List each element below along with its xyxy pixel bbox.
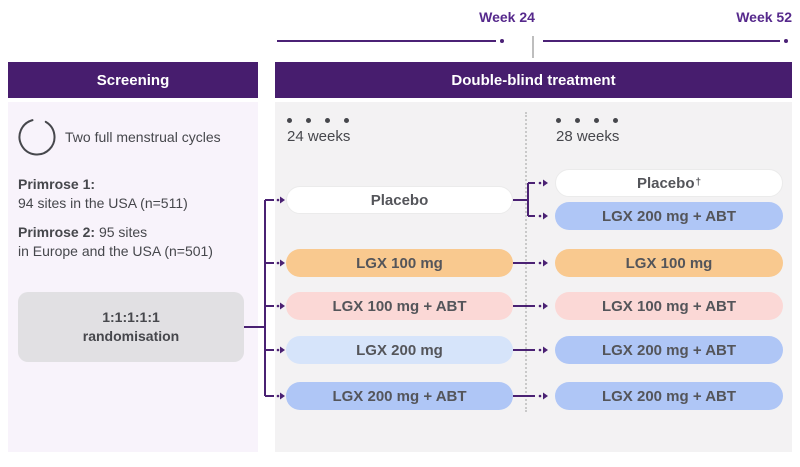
timeline-segment-1 — [277, 40, 496, 42]
screening-panel: Two full menstrual cycles Primrose 1: 94… — [8, 102, 258, 452]
arm-placebo: Placebo — [286, 186, 513, 214]
primrose-2-note: Primrose 2: 95 sites in Europe and the U… — [18, 223, 213, 260]
randomisation-label: randomisation — [82, 328, 180, 344]
arm-lgx-100: LGX 100 mg — [286, 249, 513, 277]
timeline-endpoint-dot — [500, 39, 504, 43]
randomisation-ratio: 1:1:1:1:1 — [102, 309, 160, 325]
arm-lgx-200-abt-switch: LGX 200 mg + ABT — [555, 336, 783, 364]
timeline-segment-2 — [543, 40, 780, 42]
duration-dots — [556, 118, 618, 123]
week-24-label: Week 24 — [479, 9, 535, 25]
week-52-label: Week 52 — [736, 9, 792, 25]
primrose-2-inline-text: 95 sites — [98, 224, 148, 240]
cycle-note-text: Two full menstrual cycles — [65, 129, 221, 145]
arm-lgx-200-abt: LGX 200 mg + ABT — [286, 382, 513, 410]
menstrual-cycle-note: Two full menstrual cycles — [18, 118, 221, 156]
arm-placebo-continued: Placebo† — [555, 169, 783, 197]
primrose-2-text: in Europe and the USA (n=501) — [18, 242, 213, 259]
treatment-phase-header: Double-blind treatment — [275, 62, 792, 98]
arm-lgx-200: LGX 200 mg — [286, 336, 513, 364]
arm-lgx-200-abt-switch: LGX 200 mg + ABT — [555, 202, 783, 230]
treatment-header-label: Double-blind treatment — [451, 71, 616, 89]
arm-lgx-100-abt: LGX 100 mg + ABT — [286, 292, 513, 320]
duration-label-24-weeks: 24 weeks — [287, 128, 351, 145]
duration-dots — [287, 118, 349, 123]
arm-lgx-200-abt-continued: LGX 200 mg + ABT — [555, 382, 783, 410]
week-24-tick — [532, 36, 534, 58]
arm-lgx-100-abt-continued: LGX 100 mg + ABT — [555, 292, 783, 320]
primrose-1-label: Primrose 1: — [18, 176, 96, 192]
primrose-1-note: Primrose 1: 94 sites in the USA (n=511) — [18, 175, 188, 212]
screening-phase-header: Screening — [8, 62, 258, 98]
week-24-divider-line — [525, 112, 527, 412]
primrose-2-label: Primrose 2: — [18, 224, 96, 240]
primrose-1-text: 94 sites in the USA (n=511) — [18, 194, 188, 211]
randomisation-box: 1:1:1:1:1 randomisation — [18, 292, 244, 362]
cycle-icon — [18, 119, 56, 156]
screening-header-label: Screening — [96, 71, 170, 89]
arm-lgx-100-continued: LGX 100 mg — [555, 249, 783, 277]
timeline-endpoint-dot — [784, 39, 788, 43]
duration-label-28-weeks: 28 weeks — [556, 128, 620, 145]
treatment-panel: 24 weeks 28 weeks Placebo LGX 100 mg LGX… — [275, 102, 792, 452]
